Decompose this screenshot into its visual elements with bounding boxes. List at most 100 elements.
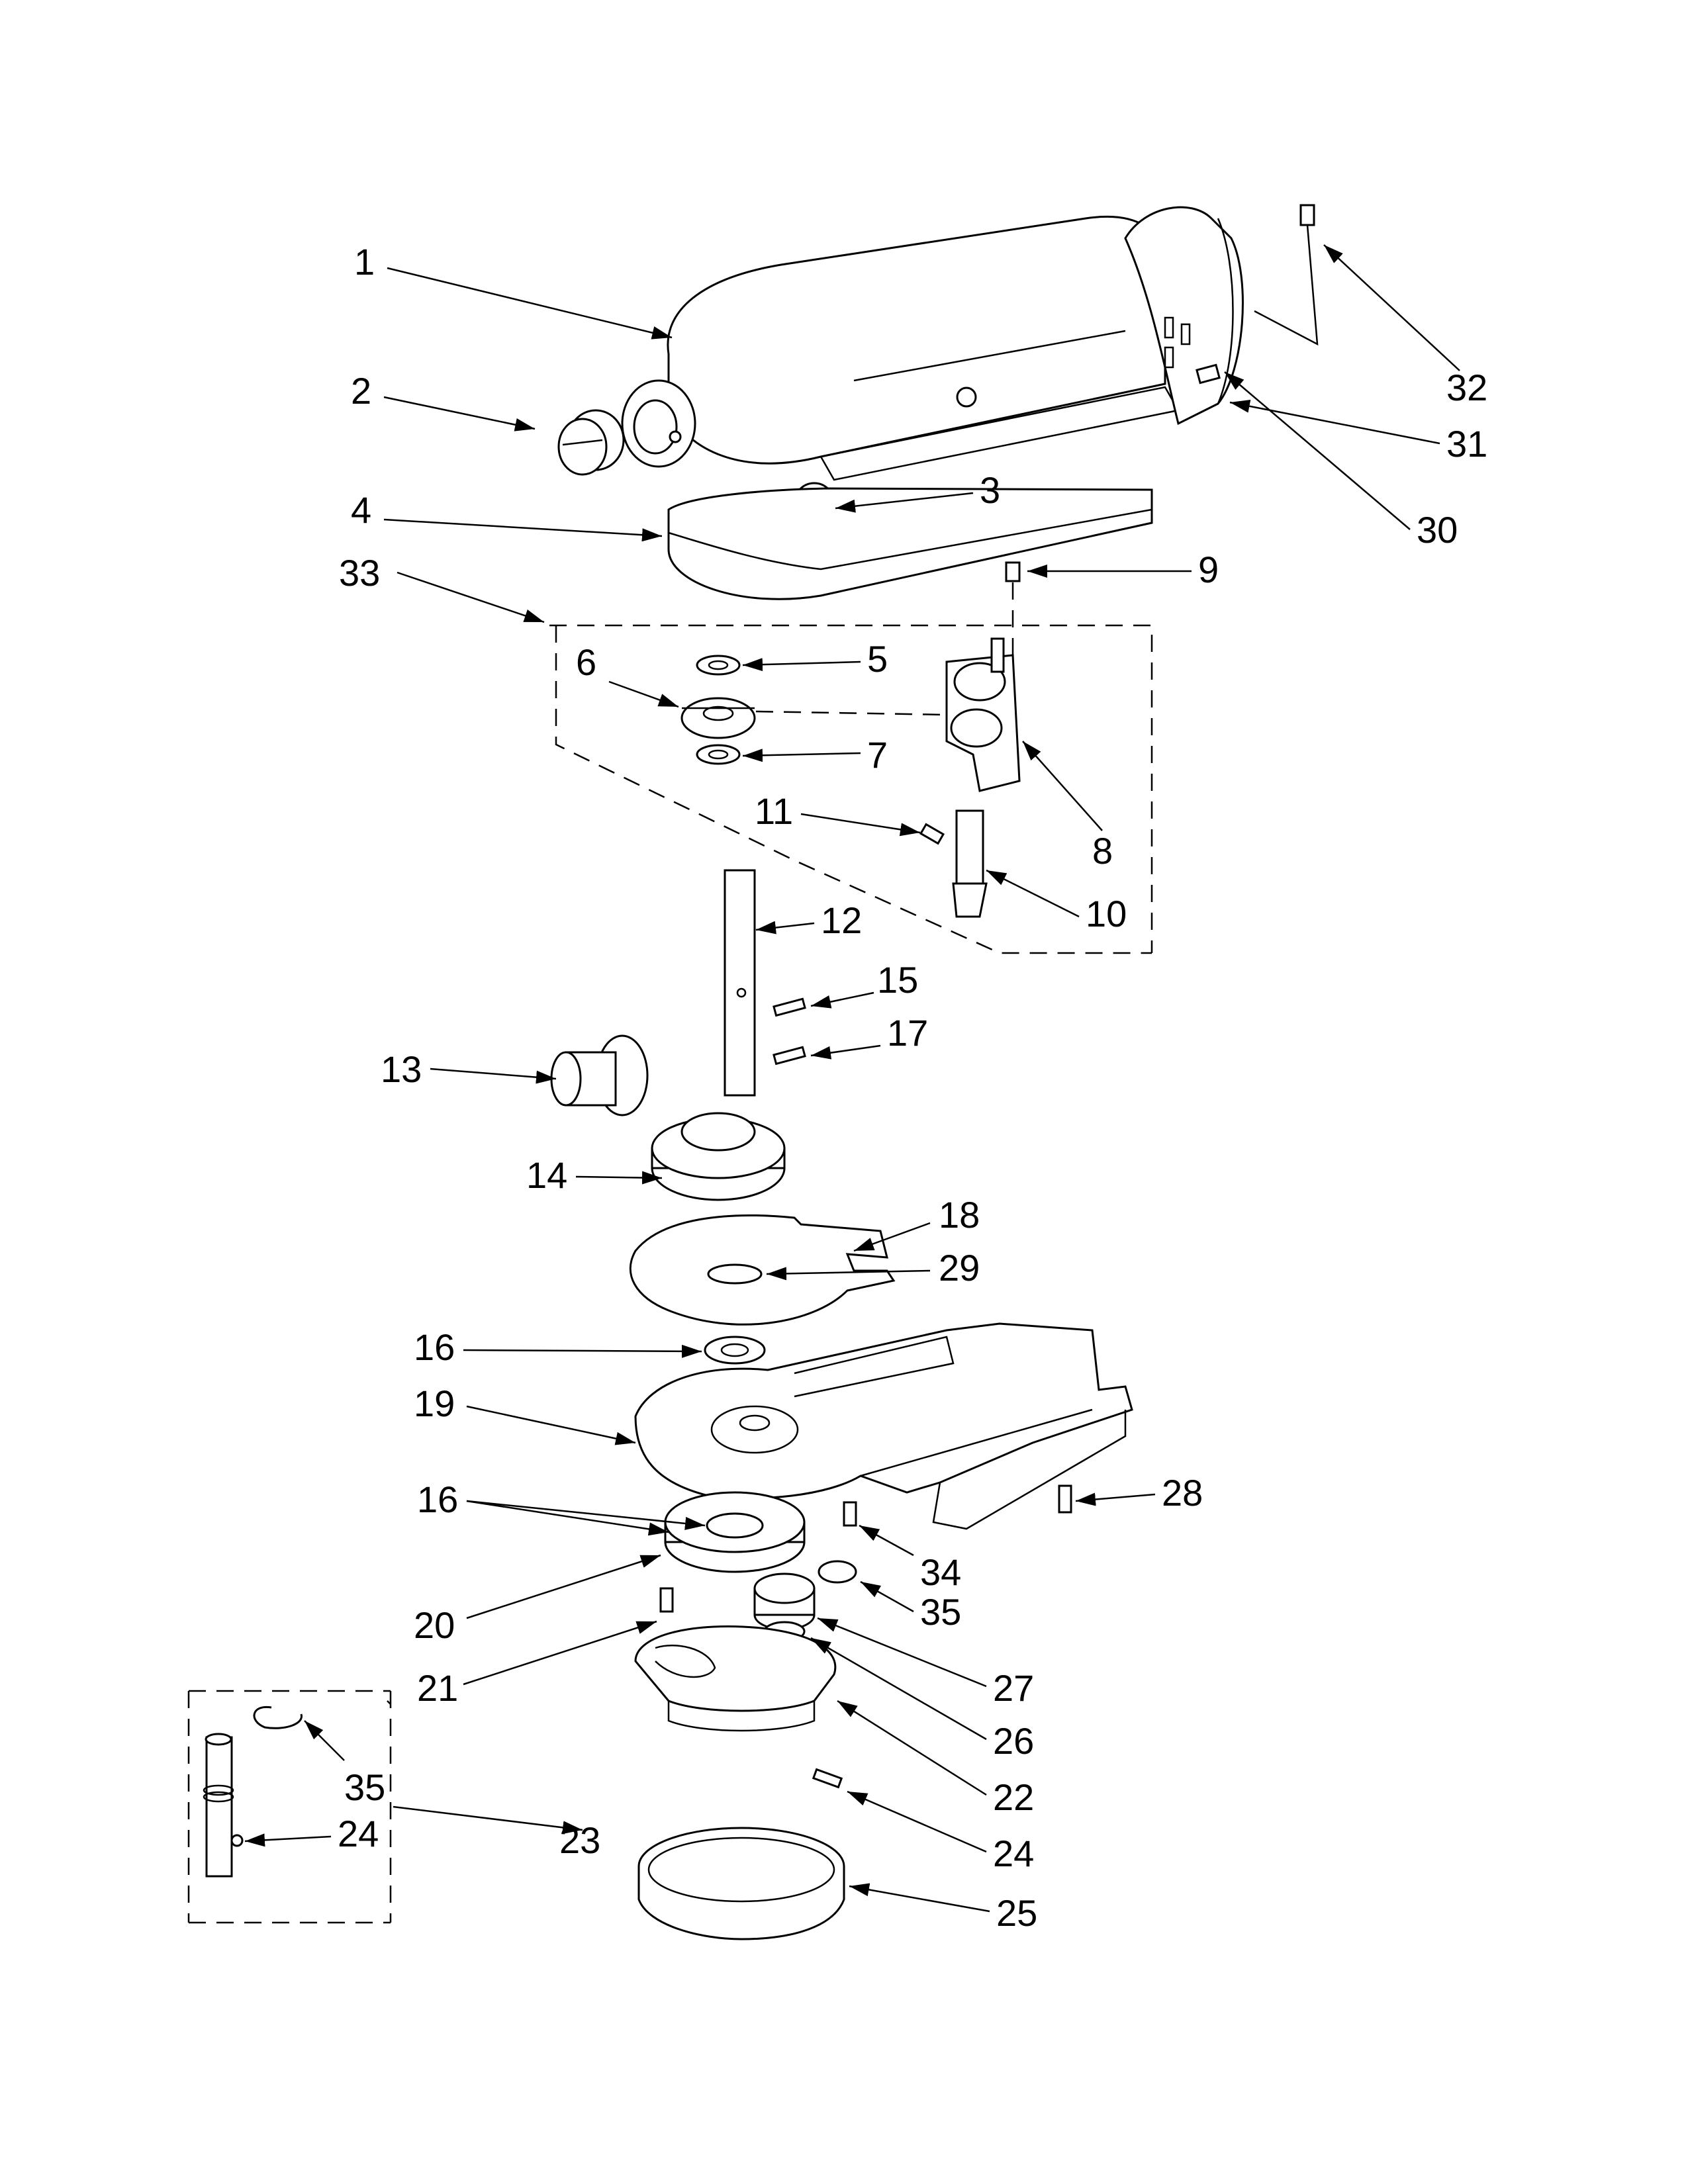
- svg-text:19: 19: [414, 1383, 455, 1424]
- svg-text:33: 33: [339, 552, 380, 594]
- svg-text:9: 9: [1198, 549, 1219, 590]
- svg-text:24: 24: [338, 1813, 379, 1854]
- callout-12: 12: [755, 899, 862, 941]
- svg-text:10: 10: [1086, 893, 1127, 934]
- svg-text:21: 21: [417, 1667, 458, 1709]
- screw-part: [1005, 204, 1319, 662]
- attachment-hub-cap-part: [557, 409, 625, 476]
- callout-8: 8: [1022, 741, 1113, 872]
- callout-26: 26: [810, 1637, 1034, 1762]
- callout-19: 19: [414, 1383, 636, 1445]
- callout-35-left: 35: [304, 1720, 385, 1808]
- assembly-bracket-33: [549, 624, 1153, 954]
- washer-part: [704, 1336, 766, 1365]
- callout-33: 33: [339, 552, 545, 623]
- callout-7: 7: [742, 734, 888, 776]
- callout-24-left: 24: [244, 1813, 379, 1854]
- callout-4: 4: [351, 489, 663, 542]
- svg-text:35: 35: [344, 1766, 385, 1808]
- callout-35-right: 35: [860, 1580, 961, 1633]
- svg-text:13: 13: [381, 1048, 422, 1090]
- svg-text:23: 23: [559, 1819, 600, 1861]
- gasket-part: [629, 1214, 896, 1326]
- callout-28: 28: [1075, 1472, 1203, 1514]
- trim-ring-part: [637, 1827, 845, 1940]
- svg-text:3: 3: [980, 469, 1000, 511]
- callout-16-top: 16: [414, 1326, 702, 1368]
- callout-9: 9: [1027, 549, 1219, 590]
- callout-1: 1: [354, 241, 673, 340]
- callout-27: 27: [817, 1617, 1034, 1709]
- svg-text:15: 15: [877, 959, 918, 1001]
- fastener-part: [659, 1501, 857, 1613]
- callout-20: 20: [414, 1554, 661, 1646]
- callout-10: 10: [986, 869, 1127, 934]
- svg-text:11: 11: [755, 790, 793, 832]
- mounting-screw-part: [1058, 1484, 1072, 1514]
- callout-3: 3: [835, 469, 1000, 513]
- callout-34: 34: [859, 1524, 961, 1593]
- callout-29: 29: [766, 1247, 980, 1289]
- svg-text:22: 22: [993, 1776, 1034, 1818]
- callout-13: 13: [381, 1048, 557, 1090]
- trim-band-part: [667, 487, 1153, 600]
- callout-32: 32: [1323, 244, 1487, 408]
- motor-housing-part: [621, 206, 1244, 481]
- callout-31: 31: [1229, 399, 1487, 465]
- svg-text:8: 8: [1092, 830, 1113, 872]
- planetary-housing-part: [634, 1625, 837, 1732]
- svg-text:16: 16: [414, 1326, 455, 1368]
- shaft-inset-part: [203, 1706, 303, 1878]
- assembly-bracket-23: [187, 1690, 392, 1924]
- gear-case-bracket-part: [945, 637, 1021, 792]
- svg-text:31: 31: [1446, 423, 1487, 465]
- svg-text:16: 16: [417, 1479, 458, 1520]
- leader-lines: [387, 1700, 583, 1835]
- callout-2: 2: [351, 370, 536, 432]
- callout-22: 22: [837, 1700, 1034, 1818]
- svg-text:7: 7: [867, 734, 888, 776]
- callout-6: 6: [576, 641, 947, 716]
- large-gear-part: [651, 1112, 786, 1201]
- callout-15: 15: [810, 959, 918, 1009]
- svg-text:25: 25: [996, 1892, 1037, 1934]
- svg-text:4: 4: [351, 489, 371, 531]
- callout-24-right: 24: [847, 1790, 1034, 1874]
- gear-assembly-part: [680, 655, 756, 765]
- svg-text:1: 1: [354, 241, 375, 283]
- gear-housing-part: [634, 1322, 1133, 1530]
- svg-text:12: 12: [821, 899, 862, 941]
- svg-text:18: 18: [939, 1194, 980, 1236]
- planetary-gear-part: [753, 1572, 816, 1642]
- svg-text:30: 30: [1417, 509, 1458, 551]
- callout-30: 30: [1224, 371, 1458, 551]
- svg-text:20: 20: [414, 1604, 455, 1646]
- callout-17: 17: [810, 1012, 928, 1060]
- svg-text:29: 29: [939, 1247, 980, 1289]
- callout-25: 25: [849, 1883, 1037, 1934]
- svg-text:17: 17: [887, 1012, 928, 1054]
- callout-21: 21: [417, 1620, 657, 1709]
- svg-text:5: 5: [867, 638, 888, 680]
- ring-gear-part: [664, 1491, 806, 1573]
- pin-part: [812, 1768, 843, 1789]
- svg-text:2: 2: [351, 370, 371, 412]
- callout-23: 23: [559, 1819, 600, 1861]
- svg-text:14: 14: [526, 1154, 567, 1196]
- svg-text:32: 32: [1446, 367, 1487, 408]
- bevel-gear-part: [550, 1034, 649, 1116]
- svg-text:27: 27: [993, 1667, 1034, 1709]
- svg-text:34: 34: [920, 1551, 961, 1593]
- callout-18: 18: [853, 1194, 980, 1252]
- callout-14: 14: [526, 1154, 663, 1196]
- planetary-shaft-part: [724, 869, 806, 1097]
- svg-text:28: 28: [1162, 1472, 1203, 1514]
- worm-gear-shaft-part: [919, 809, 988, 918]
- svg-text:6: 6: [576, 641, 596, 683]
- callout-11: 11: [755, 790, 921, 837]
- svg-text:35: 35: [920, 1591, 961, 1633]
- callout-16-bottom: 16: [417, 1479, 706, 1536]
- svg-text:26: 26: [993, 1720, 1034, 1762]
- callout-5: 5: [742, 638, 888, 680]
